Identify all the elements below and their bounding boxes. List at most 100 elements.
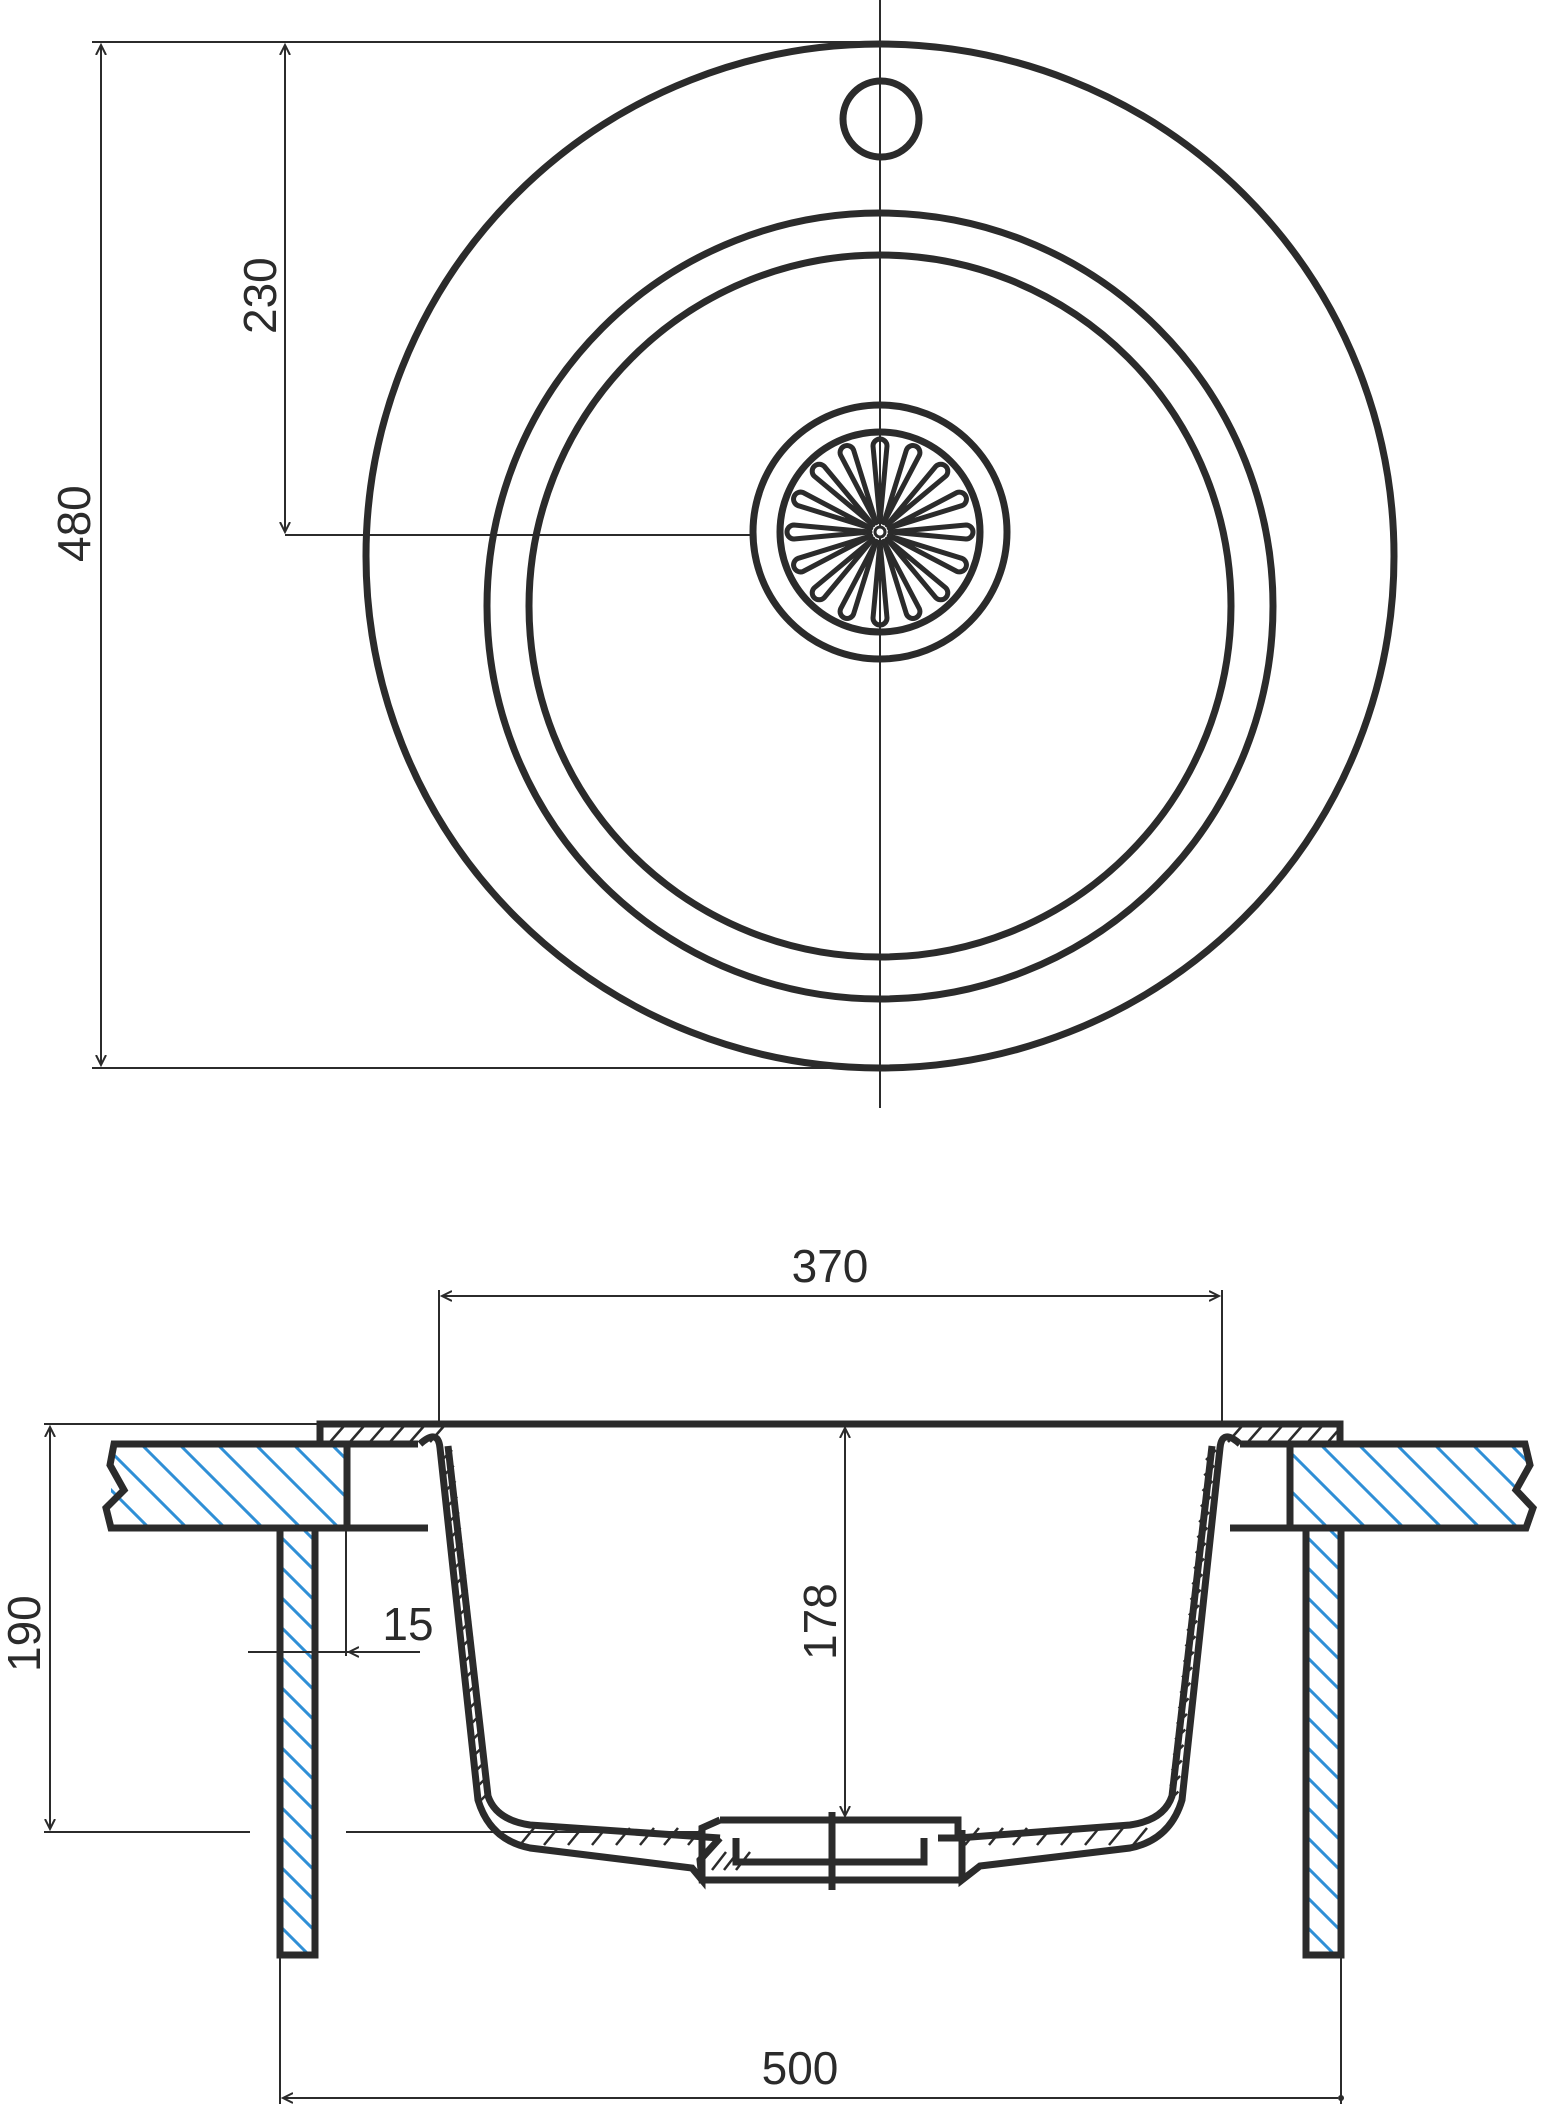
wall-hatch <box>470 1713 482 1725</box>
wall-hatch <box>1199 1495 1212 1508</box>
grate-petal <box>884 461 951 528</box>
wall-hatch <box>446 1495 459 1508</box>
grate-petal <box>887 522 976 542</box>
hatch-line <box>1305 1592 1342 1635</box>
rim-hatch <box>409 1425 425 1443</box>
hatch-line <box>1507 1527 1549 1955</box>
drain-grate <box>784 436 976 628</box>
wall-hatch <box>449 1526 462 1539</box>
hatch-line <box>279 1862 316 1905</box>
hatch-line <box>253 1444 341 1528</box>
hatch-line <box>279 1832 316 1875</box>
hatch-line <box>1432 1444 1520 1528</box>
hatch-line <box>279 1652 316 1695</box>
wall-hatch <box>1184 1635 1197 1648</box>
hatch-line <box>1477 1527 1549 1955</box>
wall-hatch <box>458 1604 470 1617</box>
section-view: 370 190 178 15 500 <box>0 1240 1549 2104</box>
hatch-line <box>291 1444 347 1501</box>
dim-500-end-dot <box>1338 2095 1344 2101</box>
hatch-line <box>1508 1444 1526 1463</box>
wall-hatch <box>473 1744 486 1756</box>
hatch-line <box>1305 1652 1342 1695</box>
wall-hatch <box>461 1635 474 1648</box>
wall-hatch <box>1203 1464 1216 1477</box>
rim-hatch <box>1307 1425 1323 1443</box>
wall-hatch <box>1198 1511 1211 1523</box>
hatch-line <box>1470 1444 1526 1501</box>
hatch-line <box>1305 1622 1342 1665</box>
wall-hatch <box>1194 1542 1207 1555</box>
dim-230-label: 230 <box>234 257 286 334</box>
bottom-hatch <box>543 1827 559 1846</box>
grate-petal <box>886 533 969 575</box>
wall-hatch <box>442 1464 455 1477</box>
dim-480-label: 480 <box>48 485 100 562</box>
hatch-line <box>279 1922 311 1955</box>
wall-hatch <box>1182 1650 1195 1663</box>
hatch-line <box>279 1742 316 1785</box>
hatch-line <box>1394 1444 1482 1528</box>
wall-hatch <box>1188 1604 1200 1617</box>
rim-hatch <box>1267 1425 1283 1443</box>
wall-hatch <box>1181 1666 1193 1679</box>
wall-hatch <box>466 1681 479 1694</box>
hatch-line <box>661 1527 1089 1955</box>
grate-petal <box>784 522 873 542</box>
hatch-line <box>279 1952 281 1955</box>
wall-hatch <box>1201 1480 1214 1492</box>
rim-hatch <box>1247 1425 1263 1443</box>
hatch-line <box>215 1444 303 1528</box>
top-view: 480 230 <box>48 0 1398 1108</box>
hatch-line <box>1305 1922 1337 1955</box>
grate-petal <box>886 489 969 531</box>
wall-hatch <box>463 1650 476 1663</box>
hatch-line <box>1305 1772 1342 1815</box>
faucet-hole <box>839 77 923 161</box>
wall-hatch <box>447 1511 460 1523</box>
hatch-line <box>1305 1862 1342 1905</box>
right-support-leg <box>1302 1524 1549 1959</box>
hatch-line <box>1387 1527 1549 1955</box>
wall-hatch <box>1205 1449 1217 1461</box>
hatch-line <box>111 1525 113 1528</box>
hatch-line <box>1305 1952 1307 1955</box>
wall-hatch <box>454 1573 467 1586</box>
hatch-line <box>139 1444 227 1528</box>
left-support-leg <box>276 1524 1119 1959</box>
hatch-line <box>279 1712 316 1755</box>
grate-petal <box>881 443 923 526</box>
bottom-hatch <box>663 1827 679 1846</box>
hatch-line <box>111 1449 189 1528</box>
wall-hatch <box>468 1697 481 1710</box>
wall-hatch <box>478 1790 491 1803</box>
right-countertop <box>1290 1440 1538 1532</box>
hatch-line <box>1305 1742 1342 1785</box>
bottom-hatch <box>1132 1827 1148 1846</box>
wall-hatch <box>475 1759 488 1772</box>
hatch-line <box>331 1527 759 1955</box>
hatch-line <box>279 1802 316 1845</box>
rim-hatch <box>369 1425 385 1443</box>
wall-hatch <box>453 1557 465 1570</box>
hatch-line <box>279 1772 316 1815</box>
grate-petal <box>870 436 890 525</box>
hatch-line <box>541 1527 969 1955</box>
wall-hatch <box>1170 1759 1183 1772</box>
wall-hatch <box>1167 1790 1180 1803</box>
rim-hatch <box>349 1425 365 1443</box>
wall-hatch <box>1169 1775 1181 1787</box>
hatch-line <box>571 1527 999 1955</box>
dim-15-label: 15 <box>382 1598 433 1650</box>
hatch-line <box>1305 1832 1342 1875</box>
wall-hatch <box>441 1449 453 1461</box>
dim-178-label: 178 <box>794 1583 846 1660</box>
hatch-line <box>691 1527 1119 1955</box>
hatch-line <box>1325 1527 1342 1545</box>
rim-hatch <box>1327 1425 1343 1443</box>
hatch-line <box>1305 1802 1342 1845</box>
hatch-line <box>511 1527 939 1955</box>
bottom-hatch <box>591 1827 607 1846</box>
rim-hatch <box>329 1425 345 1443</box>
